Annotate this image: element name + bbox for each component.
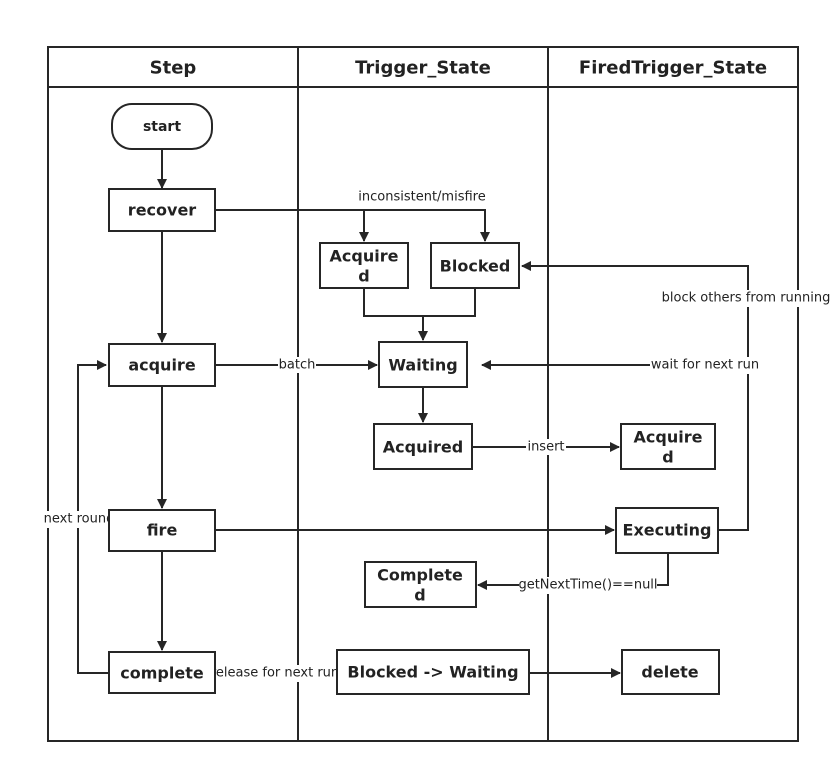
node-fired-delete-label: delete	[641, 663, 698, 682]
edge-label-insert: insert	[527, 440, 564, 455]
edge-label-bg	[212, 665, 338, 682]
node-fired-delete	[621, 649, 720, 695]
node-trigger-blocked-waiting-label: Blocked -> Waiting	[347, 663, 518, 682]
edge-label-bg	[650, 357, 760, 374]
node-trigger-acquired-label: Acquired	[383, 438, 463, 457]
node-trigger-completed-label-line1: Complete	[377, 566, 463, 585]
lane-header-firedtrigger-state: FiredTrigger_State	[579, 58, 767, 79]
node-acquire-label: acquire	[128, 356, 196, 375]
edge-label-bg	[526, 439, 566, 455]
node-fired-executing	[615, 507, 719, 554]
edge-label-bg	[278, 357, 316, 373]
edge-recover-blocked	[215, 209, 490, 242]
node-trigger-waiting	[378, 341, 468, 388]
node-trigger-blocked-label: Blocked	[440, 257, 511, 276]
node-trigger-waiting-label: Waiting	[388, 356, 457, 375]
node-complete	[108, 651, 216, 694]
edge-executing-blocked	[521, 261, 749, 531]
node-fire	[108, 509, 216, 552]
node-trigger-acquired-top	[319, 242, 409, 289]
node-fired-acquired	[620, 423, 716, 470]
node-recover	[108, 188, 216, 232]
node-trigger-acquired-top-label-line1: Acquire	[330, 247, 399, 266]
node-fired-executing-label: Executing	[623, 521, 712, 540]
edge-merge-bar	[363, 288, 476, 317]
lane-header-trigger-state: Trigger_State	[355, 58, 491, 79]
node-start	[111, 103, 213, 150]
edge-label-bg	[519, 577, 657, 594]
edge-label-inconsistent-misfire: inconsistent/misfire	[358, 190, 485, 205]
lane-header-step: Step	[150, 58, 197, 79]
edge-label-bg	[42, 511, 116, 528]
node-fire-label: fire	[147, 521, 178, 540]
node-complete-label: complete	[120, 664, 204, 683]
node-trigger-blocked-waiting	[336, 649, 530, 695]
edge-label-batch: batch	[279, 358, 316, 373]
node-trigger-completed	[364, 561, 477, 608]
edge-label-wait-for-next-run: wait for next run	[651, 358, 759, 373]
edge-label-block-others: block others from running	[662, 291, 830, 306]
node-trigger-acquired-top-label-line2: d	[358, 267, 369, 286]
edge-label-get-next-time-null: getNextTime()==null	[518, 578, 657, 593]
edge-label-next-round: next round	[44, 512, 115, 527]
node-trigger-blocked	[430, 242, 520, 289]
edge-label-bg	[664, 290, 828, 307]
node-trigger-completed-label-line2: d	[414, 586, 425, 605]
node-acquire	[108, 343, 216, 387]
edge-label-release-for-next-run: release for next run	[211, 666, 339, 681]
node-trigger-acquired	[373, 423, 473, 470]
node-fired-acquired-label-line1: Acquire	[634, 428, 703, 447]
node-recover-label: recover	[128, 201, 197, 220]
node-start-label: start	[143, 119, 181, 135]
node-fired-acquired-label-line2: d	[662, 448, 673, 467]
swimlane-frame	[47, 46, 799, 742]
